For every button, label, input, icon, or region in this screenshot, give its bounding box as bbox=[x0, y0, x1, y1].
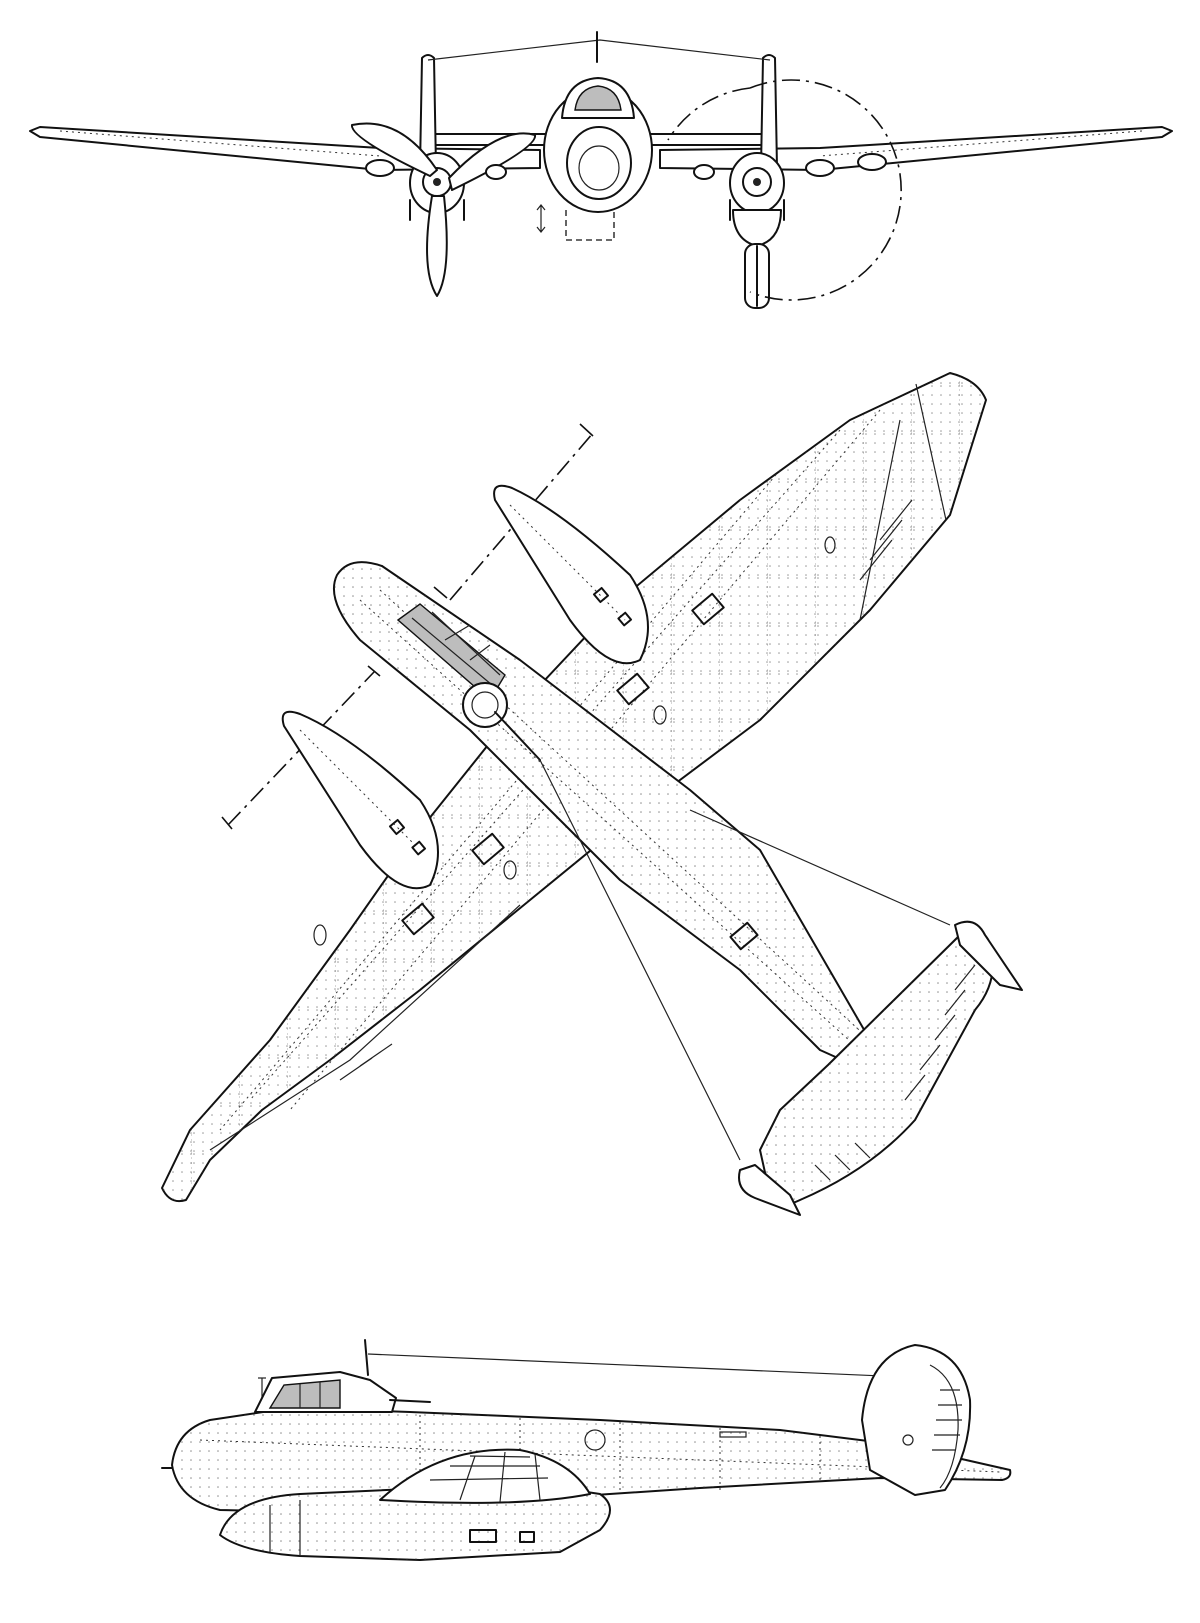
plan-view bbox=[161, 372, 1023, 1216]
plan-right-fin bbox=[954, 920, 1023, 991]
plan-upper-nacelle bbox=[493, 484, 649, 665]
side-tail-fin bbox=[861, 1344, 972, 1496]
front-right-fin bbox=[760, 54, 778, 169]
side-view bbox=[161, 1339, 1012, 1561]
front-view bbox=[29, 31, 1173, 309]
plan-lower-nacelle bbox=[281, 710, 439, 890]
front-left-propeller-blade-down bbox=[426, 195, 448, 297]
front-propeller-disc bbox=[667, 79, 902, 301]
front-left-propeller-blade-up bbox=[351, 122, 438, 177]
front-right-wing bbox=[659, 126, 1173, 171]
plan-left-fin bbox=[738, 1164, 801, 1216]
front-left-fin bbox=[419, 54, 437, 169]
side-engine-fairing bbox=[379, 1448, 591, 1504]
plan-gun-turret bbox=[462, 682, 508, 728]
